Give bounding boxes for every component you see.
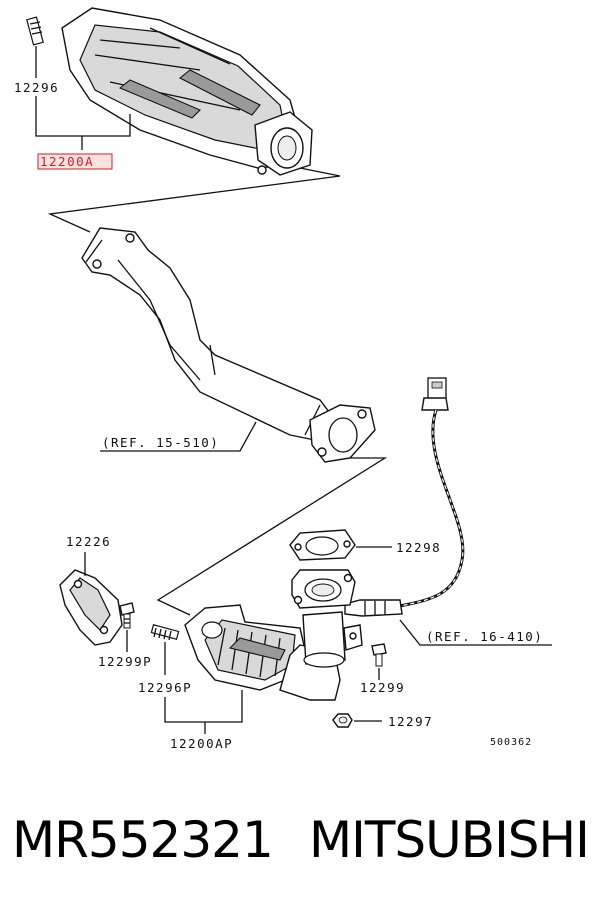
nut	[332, 713, 353, 728]
diagram-id: 500362	[490, 737, 532, 748]
catalytic-converter-top	[26, 7, 313, 176]
leader-stud-top	[35, 46, 131, 150]
leader-cat-bottom	[164, 690, 243, 734]
label-bracket: 12226	[66, 534, 111, 549]
bolt-right	[371, 643, 387, 667]
label-ref-pipe: (REF. 15-510)	[102, 435, 219, 450]
exploded-parts-diagram: 12296 12200A (REF. 15-510) (REF. 16-410)	[14, 7, 552, 751]
stud-bottom	[150, 624, 180, 641]
part-number: MR552321	[12, 811, 274, 869]
bracket	[59, 569, 123, 646]
caption-bar: MR552321 MITSUBISHI	[0, 800, 600, 880]
oxygen-sensor	[344, 377, 465, 617]
label-stud-top: 12296	[14, 80, 59, 95]
label-stud-bottom: 12296P	[138, 680, 192, 695]
highlight-box	[37, 153, 113, 170]
label-ref-sensor: (REF. 16-410)	[426, 629, 543, 644]
brand-name: MITSUBISHI	[309, 811, 590, 869]
connector-bottom	[156, 457, 388, 616]
label-nut: 12297	[388, 714, 433, 729]
label-bolt-right: 12299	[360, 680, 405, 695]
label-gasket: 12298	[396, 540, 441, 555]
label-bolt-left: 12299P	[98, 654, 152, 669]
catalytic-converter-bottom	[184, 569, 363, 701]
exhaust-pipe	[81, 227, 376, 463]
connector-top	[47, 167, 341, 233]
leader-ref-pipe	[100, 421, 257, 452]
label-cat-bottom: 12200AP	[170, 736, 233, 751]
bolt-left	[119, 602, 135, 629]
leader-ref-sensor	[399, 619, 552, 646]
gasket	[289, 529, 356, 561]
label-cat-top: 12200A	[40, 154, 94, 169]
